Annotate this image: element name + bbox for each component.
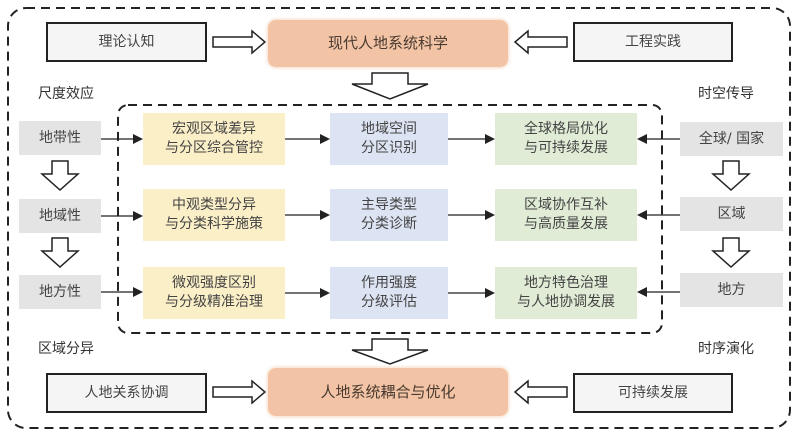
hollow-arrow-down-bottom [351,338,429,365]
hollow-arrow-down-left-2 [40,237,80,269]
yellow-box-macro: 宏观区域差异与分区综合管控 [143,113,285,165]
hollow-arrow-right-top [212,29,267,55]
hollow-arrow-down-right-2 [711,237,751,269]
human-earth-coordination-box: 人地关系协调 [46,373,207,413]
box-line: 微观强度区别 [172,275,256,291]
right-scale-label: 区域 [717,205,746,222]
temporal-evolution-label: 时序演化 [698,341,754,357]
left-scale-item: 地方性 [19,275,101,309]
hollow-arrow-left-top [513,29,568,55]
green-box-macro: 全球格局优化与可持续发展 [495,113,637,165]
blue-box-meso: 主导类型分类诊断 [330,189,448,241]
hollow-arrow-down-right-1 [711,160,751,192]
box-line: 作用强度 [361,275,417,291]
box-line: 与分类科学施策 [165,216,263,232]
human-earth-coupling-optimization-box: 人地系统耦合与优化 [268,368,508,416]
engineering-practice-label: 工程实践 [625,33,681,50]
box-line: 全球格局优化 [524,121,608,137]
bottom-left-label: 人地关系协调 [84,384,169,401]
hollow-arrow-left-bottom [513,379,568,405]
hollow-arrow-down-top [351,72,429,100]
box-line: 区域协作互补 [524,197,608,213]
blue-box-micro: 作用强度分级评估 [330,267,448,319]
theory-cognition-label: 理论认知 [98,33,155,50]
right-scale-item: 全球/ 国家 [680,122,783,156]
box-line: 与分级精准治理 [165,294,263,310]
hollow-arrow-right-bottom [212,379,267,405]
green-box-meso: 区域协作互补与高质量发展 [495,189,637,241]
box-line: 与人地协调发展 [517,294,615,310]
left-scale-label: 地带性 [39,129,81,146]
box-line: 分区识别 [361,140,417,156]
box-line: 与高质量发展 [524,216,608,232]
right-scale-label: 地方 [717,281,746,298]
box-line: 分类诊断 [361,216,417,232]
right-scale-label: 全球/ 国家 [698,130,765,147]
outer-dashed-frame [7,7,791,429]
right-scale-item: 区域 [680,197,783,231]
engineering-practice-box: 工程实践 [573,22,733,62]
scale-effect-label: 尺度效应 [38,86,94,102]
box-line: 宏观区域差异 [172,121,256,137]
blue-box-macro: 地域空间分区识别 [330,113,448,165]
inner-dashed-frame [117,104,663,334]
box-line: 与可持续发展 [524,140,608,156]
bottom-center-label: 人地系统耦合与优化 [320,382,456,401]
top-center-label: 现代人地系统科学 [327,34,448,52]
left-scale-label: 地方性 [39,283,81,300]
box-line: 地域空间 [361,121,417,137]
box-line: 地方特色治理 [524,275,608,291]
theory-cognition-box: 理论认知 [46,22,207,62]
spatiotemporal-transmission-label: 时空传导 [698,86,754,102]
box-line: 分级评估 [361,294,417,310]
right-scale-item: 地方 [680,273,783,307]
box-line: 主导类型 [361,197,417,213]
modern-human-earth-system-science-box: 现代人地系统科学 [268,20,508,67]
regional-differentiation-label: 区域分异 [38,341,94,357]
left-scale-label: 地域性 [39,207,81,224]
bottom-right-label: 可持续发展 [618,384,688,401]
yellow-box-micro: 微观强度区别与分级精准治理 [143,267,285,319]
yellow-box-meso: 中观类型分异与分类科学施策 [143,189,285,241]
left-scale-item: 地带性 [19,121,101,155]
green-box-micro: 地方特色治理与人地协调发展 [495,267,637,319]
box-line: 中观类型分异 [172,197,256,213]
left-scale-item: 地域性 [19,199,101,233]
box-line: 与分区综合管控 [165,140,263,156]
hollow-arrow-down-left-1 [40,160,80,192]
sustainable-development-box: 可持续发展 [573,373,733,413]
